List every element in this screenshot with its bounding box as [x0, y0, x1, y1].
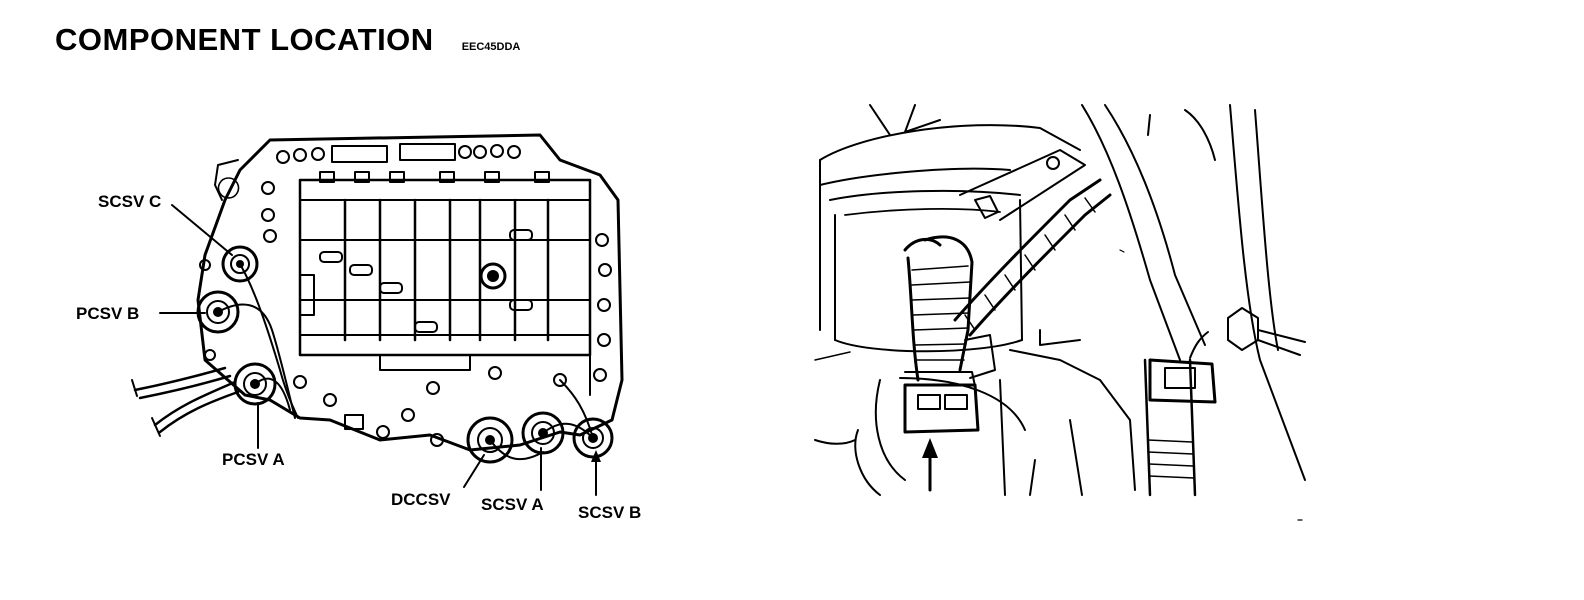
- label-scsv-c: SCSV C: [98, 192, 161, 211]
- label-scsv-b: SCSV B: [578, 503, 641, 522]
- page-title: COMPONENT LOCATION: [55, 22, 434, 57]
- label-pcsv-b: PCSV B: [76, 304, 139, 323]
- valve-body-illustration: [131, 133, 624, 464]
- page-header: COMPONENT LOCATION EEC45DDA: [55, 22, 520, 58]
- leader-lines: [159, 204, 601, 496]
- scsv-b-solenoid: [572, 417, 614, 459]
- document-code: EEC45DDA: [461, 41, 521, 53]
- label-scsv-a: SCSV A: [481, 495, 544, 514]
- pcsv-a-solenoid: [233, 362, 277, 406]
- label-dccsv: DCCSV: [391, 490, 451, 509]
- connector-location-illustration: [814, 104, 1306, 521]
- label-pcsv-a: PCSV A: [222, 450, 285, 469]
